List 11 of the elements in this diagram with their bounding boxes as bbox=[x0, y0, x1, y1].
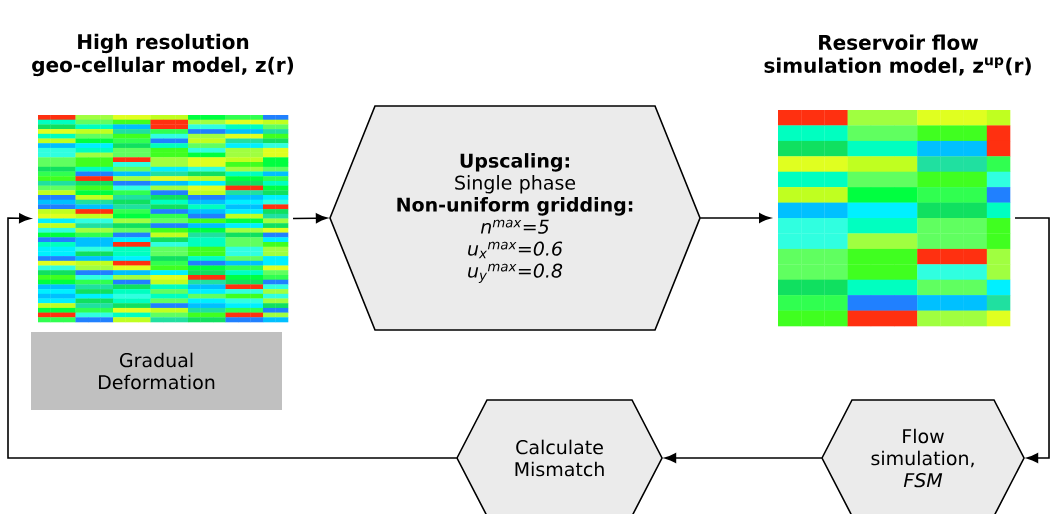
heading: High resolution geo-cellular model, z(r) bbox=[32, 33, 294, 77]
heading: Reservoir flow simulation model, z$^{up}$(r) bbox=[764, 34, 1031, 76]
hexagon-box: Calculate Mismatch bbox=[456, 399, 663, 514]
arrow bbox=[1014, 217, 1050, 463]
arrow bbox=[7, 213, 458, 459]
arrow bbox=[292, 213, 328, 224]
arrow bbox=[664, 453, 823, 463]
process-box: Gradual Deformation bbox=[31, 332, 282, 410]
hexagon-box: Flow simulation, FSM bbox=[821, 399, 1025, 514]
arrow bbox=[699, 213, 771, 223]
hexagon-box: Upscaling: Single phase Non-uniform gridding: n$^{max}$=5 u$_{x}$$^{max}$=0.6 u$_{y}$$^{max}$=0.8 bbox=[329, 105, 701, 331]
